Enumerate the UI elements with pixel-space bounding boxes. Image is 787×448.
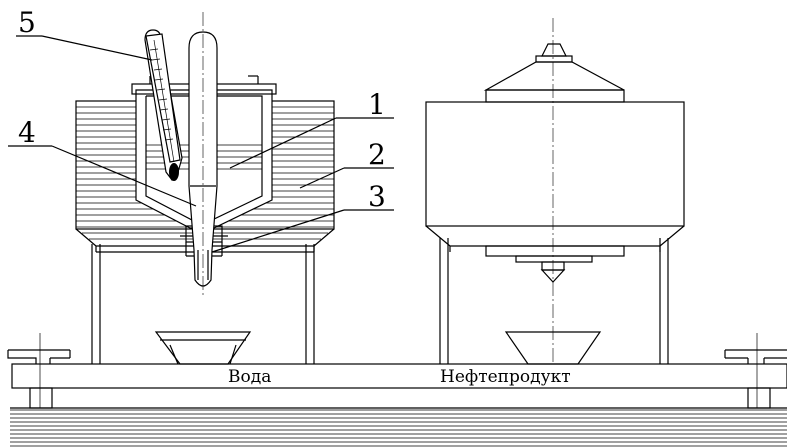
center-axes	[202, 12, 554, 364]
left-legs	[91, 244, 315, 364]
thermometer	[144, 29, 183, 181]
label-5: 5	[18, 6, 36, 39]
viscometer-tube	[188, 31, 218, 287]
caption-water: Вода	[228, 367, 271, 387]
label-2: 2	[368, 138, 386, 171]
base-feet	[29, 387, 771, 409]
left-clamp-bracket	[7, 333, 71, 408]
thermometer-bulb	[169, 163, 179, 181]
right-body	[425, 101, 685, 283]
label-4: 4	[18, 116, 36, 149]
right-clamp-bracket	[724, 333, 787, 408]
oil-receiver	[504, 331, 602, 365]
water-receiver	[154, 331, 252, 365]
floor-hatching	[10, 407, 787, 447]
leader-lines	[8, 35, 394, 253]
right-legs	[439, 238, 669, 364]
caption-oil: Нефтепродукт	[440, 367, 571, 387]
label-3: 3	[368, 180, 386, 213]
label-1: 1	[368, 88, 386, 121]
base-plate	[11, 363, 787, 389]
right-lid	[483, 43, 625, 103]
